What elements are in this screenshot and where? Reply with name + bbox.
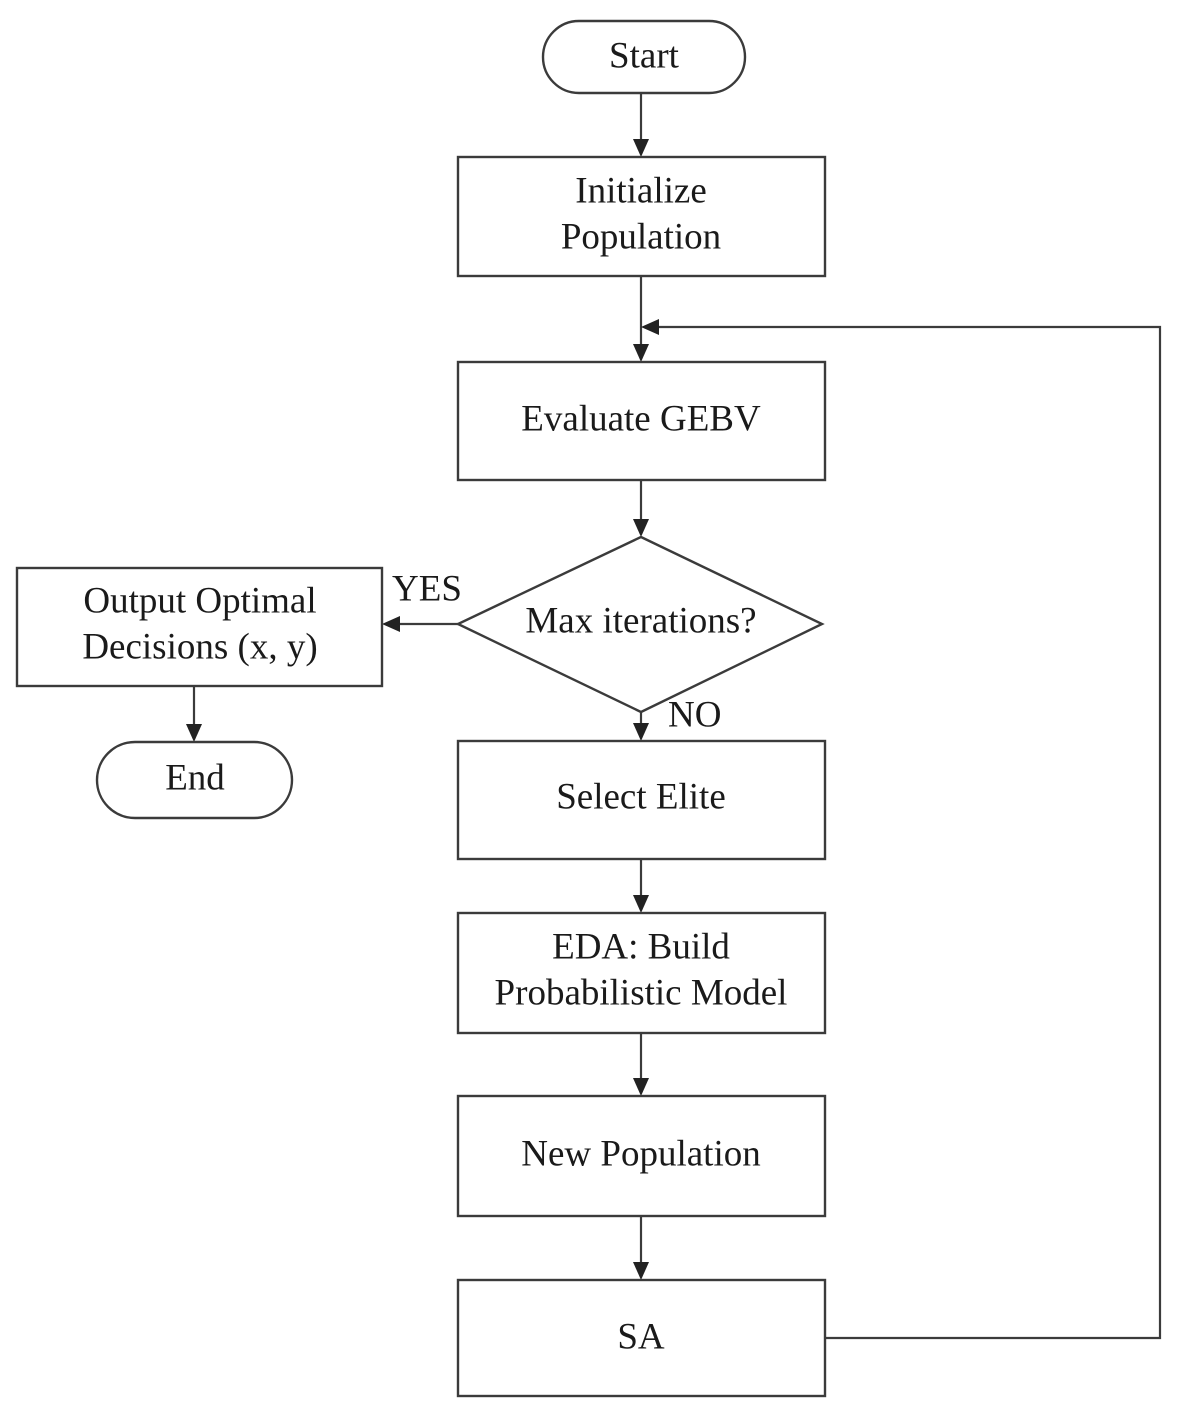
edge-label-yes: YES	[392, 568, 462, 609]
node-initialize-population-line1: Initialize	[575, 170, 707, 211]
node-select-elite-label: Select Elite	[556, 776, 726, 817]
edge-decision-to-elite	[633, 712, 649, 741]
node-sa[interactable]: SA	[456, 1278, 827, 1398]
node-evaluate-gebv-label: Evaluate GEBV	[521, 398, 761, 439]
node-start-label: Start	[609, 35, 680, 76]
node-new-population-label: New Population	[521, 1133, 760, 1174]
node-initialize-population-line2: Population	[561, 216, 721, 257]
node-eda-line2: Probabilistic Model	[495, 972, 788, 1013]
edge-evaluate-to-decision	[633, 480, 649, 537]
node-new-population[interactable]: New Population	[456, 1094, 827, 1218]
node-eda-build-probabilistic-model[interactable]: EDA: Build Probabilistic Model	[456, 911, 827, 1035]
edge-output-to-end	[186, 686, 202, 742]
node-max-iterations-label: Max iterations?	[525, 600, 756, 641]
node-select-elite[interactable]: Select Elite	[456, 739, 827, 861]
node-sa-label: SA	[617, 1316, 665, 1357]
edge-decision-to-output	[382, 616, 458, 632]
node-max-iterations-decision[interactable]: Max iterations?	[455, 535, 825, 714]
node-start[interactable]: Start	[541, 19, 747, 95]
node-end-label: End	[165, 757, 225, 798]
edge-init-to-evaluate	[633, 276, 649, 362]
edge-label-no: NO	[668, 694, 721, 735]
node-eda-line1: EDA: Build	[552, 926, 730, 967]
node-output-optimal-decisions-line2: Decisions (x, y)	[82, 626, 317, 667]
node-evaluate-gebv[interactable]: Evaluate GEBV	[456, 360, 827, 482]
node-output-optimal-decisions[interactable]: Output Optimal Decisions (x, y)	[15, 566, 384, 688]
edge-sa-to-evaluate-feedback	[641, 319, 1162, 1340]
node-end[interactable]: End	[95, 740, 294, 820]
node-output-optimal-decisions-line1: Output Optimal	[83, 580, 316, 621]
edge-eda-to-newpop	[633, 1033, 649, 1096]
edge-start-to-init	[633, 93, 649, 157]
node-initialize-population[interactable]: Initialize Population	[456, 155, 827, 278]
edge-elite-to-eda	[633, 859, 649, 913]
edge-newpop-to-sa	[633, 1216, 649, 1280]
